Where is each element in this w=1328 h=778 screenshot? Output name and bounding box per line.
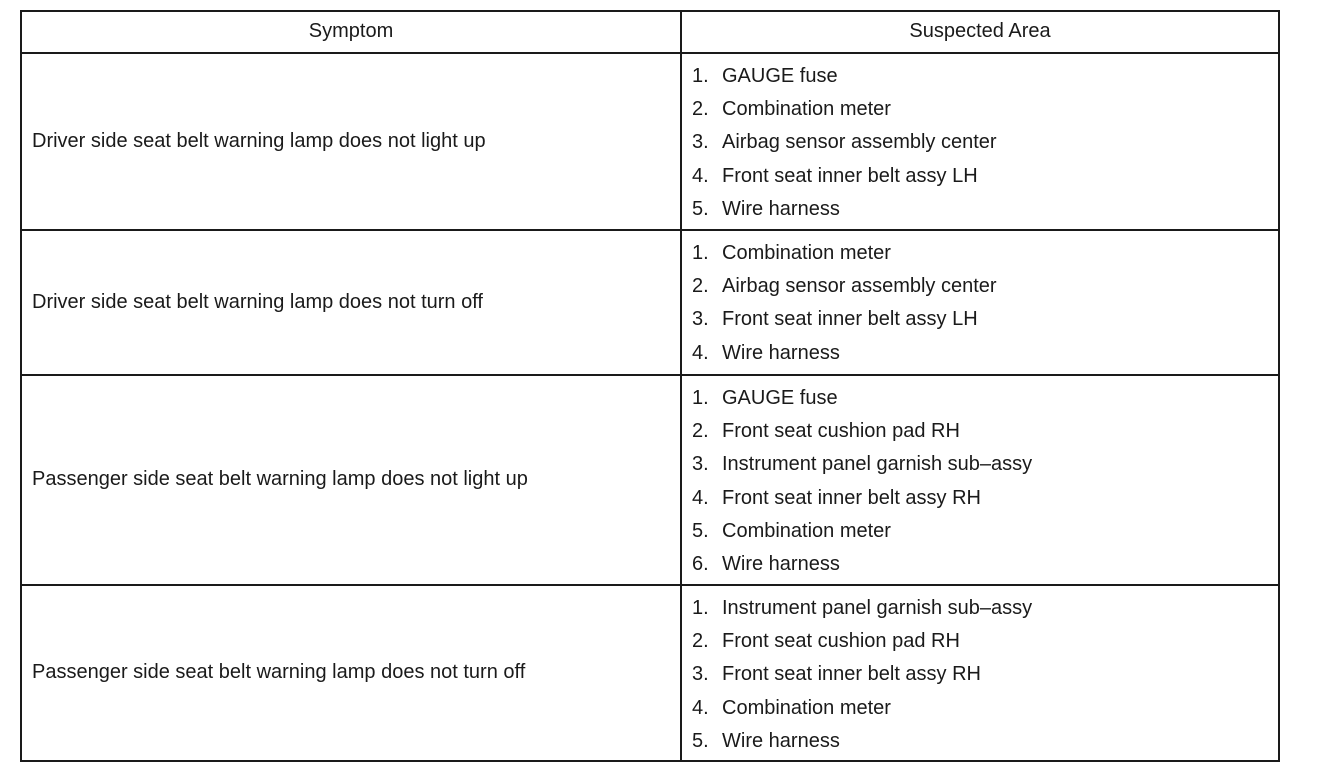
table-row: Driver side seat belt warning lamp does … [20, 52, 1280, 231]
list-item-text: Wire harness [722, 197, 840, 220]
list-item-number: 2. [692, 275, 709, 298]
list-item-number: 4. [692, 486, 709, 509]
table-row: Driver side seat belt warning lamp does … [20, 229, 1280, 376]
list-item: 5. Wire harness [692, 725, 1278, 758]
list-item-number: 2. [692, 98, 709, 121]
list-item-text: GAUGE fuse [722, 65, 838, 87]
list-item-number: 1. [692, 65, 709, 87]
symptom-cell: Passenger side seat belt warning lamp do… [20, 584, 682, 762]
list-item-text: Instrument panel garnish sub–assy [722, 453, 1033, 476]
list-item: 2. Combination meter [692, 93, 1278, 126]
list-item-text: Front seat inner belt assy RH [722, 486, 981, 509]
suspected-area-cell: 1. Combination meter 2. Airbag sensor assem… [680, 229, 1280, 376]
list-item-text: Front seat cushion pad RH [722, 630, 960, 653]
suspected-area-cell: 1. GAUGE fuse 2. Front seat cushion pad RH 3… [680, 374, 1280, 586]
suspected-area-list: 1. Instrument panel garnish sub–assy 2. Fro… [692, 592, 1278, 758]
list-item-number: 6. [692, 553, 709, 576]
list-item: 2. Front seat cushion pad RH [692, 625, 1278, 658]
list-item-number: 4. [692, 164, 709, 187]
table-body: Driver side seat belt warning lamp does … [20, 52, 1280, 762]
suspected-area-list: 1. GAUGE fuse 2. Front seat cushion pad RH 3… [692, 382, 1278, 581]
list-item-number: 5. [692, 729, 709, 752]
list-item: 1. GAUGE fuse [692, 382, 1278, 415]
list-item-text: Airbag sensor assembly center [722, 275, 997, 298]
suspected-area-cell: 1. Instrument panel garnish sub–assy 2. Fro… [680, 584, 1280, 762]
list-item-text: Airbag sensor assembly center [722, 131, 997, 154]
table-row: Passenger side seat belt warning lamp do… [20, 374, 1280, 586]
table-header-row: Symptom Suspected Area [20, 10, 1280, 54]
list-item-number: 3. [692, 131, 709, 154]
list-item-number: 3. [692, 453, 709, 476]
list-item-text: Wire harness [722, 553, 840, 576]
list-item: 2. Airbag sensor assembly center [692, 270, 1278, 303]
list-item: 1. GAUGE fuse [692, 60, 1278, 93]
list-item-number: 1. [692, 597, 709, 619]
list-item-number: 5. [692, 519, 709, 542]
list-item-number: 1. [692, 387, 709, 409]
list-item: 1. Instrument panel garnish sub–assy [692, 592, 1278, 625]
list-item-text: Front seat cushion pad RH [722, 420, 960, 443]
list-item-text: Combination meter [722, 242, 891, 264]
list-item: 5. Combination meter [692, 515, 1278, 548]
list-item: 1. Combination meter [692, 237, 1278, 270]
list-item: 3. Airbag sensor assembly center [692, 126, 1278, 159]
list-item-number: 2. [692, 630, 709, 653]
list-item: 6. Wire harness [692, 548, 1278, 581]
header-suspected-area: Suspected Area [680, 10, 1280, 54]
troubleshooting-table-container: Symptom Suspected Area Driver side seat … [20, 10, 1280, 762]
list-item: 3. Front seat inner belt assy RH [692, 658, 1278, 691]
list-item-number: 2. [692, 420, 709, 443]
symptom-cell: Driver side seat belt warning lamp does … [20, 52, 682, 231]
header-symptom: Symptom [20, 10, 682, 54]
list-item-text: Front seat inner belt assy LH [722, 308, 978, 331]
list-item: 3. Front seat inner belt assy LH [692, 303, 1278, 336]
symptom-table: Symptom Suspected Area Driver side seat … [20, 10, 1280, 762]
list-item: 4. Wire harness [692, 337, 1278, 370]
list-item-text: Wire harness [722, 341, 840, 364]
list-item-number: 5. [692, 197, 709, 220]
list-item: 4. Front seat inner belt assy RH [692, 482, 1278, 515]
list-item-text: GAUGE fuse [722, 387, 838, 409]
list-item-text: Combination meter [722, 519, 891, 542]
list-item-text: Instrument panel garnish sub–assy [722, 597, 1033, 619]
list-item: 4. Combination meter [692, 692, 1278, 725]
list-item-number: 1. [692, 242, 709, 264]
list-item: 4. Front seat inner belt assy LH [692, 160, 1278, 193]
list-item-number: 4. [692, 341, 709, 364]
list-item: 5. Wire harness [692, 193, 1278, 226]
suspected-area-list: 1. GAUGE fuse 2. Combination meter 3. Airbag … [692, 60, 1278, 226]
list-item-number: 4. [692, 696, 709, 719]
list-item-text: Combination meter [722, 98, 891, 121]
list-item: 2. Front seat cushion pad RH [692, 415, 1278, 448]
suspected-area-list: 1. Combination meter 2. Airbag sensor assem… [692, 237, 1278, 370]
list-item-text: Wire harness [722, 729, 840, 752]
table-row: Passenger side seat belt warning lamp do… [20, 584, 1280, 762]
list-item-number: 3. [692, 663, 709, 686]
list-item-text: Front seat inner belt assy LH [722, 164, 978, 187]
symptom-cell: Passenger side seat belt warning lamp do… [20, 374, 682, 586]
list-item-text: Front seat inner belt assy RH [722, 663, 981, 686]
list-item-text: Combination meter [722, 696, 891, 719]
symptom-cell: Driver side seat belt warning lamp does … [20, 229, 682, 376]
list-item: 3. Instrument panel garnish sub–assy [692, 448, 1278, 481]
list-item-number: 3. [692, 308, 709, 331]
suspected-area-cell: 1. GAUGE fuse 2. Combination meter 3. Airbag … [680, 52, 1280, 231]
